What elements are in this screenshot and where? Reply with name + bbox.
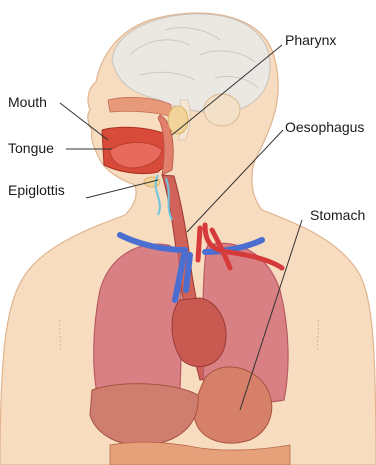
label-epiglottis: Epiglottis <box>8 182 65 198</box>
label-oesophagus: Oesophagus <box>285 119 364 135</box>
label-mouth: Mouth <box>8 94 47 110</box>
cerebellum <box>204 94 240 126</box>
label-stomach: Stomach <box>310 207 365 223</box>
label-pharynx: Pharynx <box>285 32 336 48</box>
label-tongue: Tongue <box>8 140 54 156</box>
